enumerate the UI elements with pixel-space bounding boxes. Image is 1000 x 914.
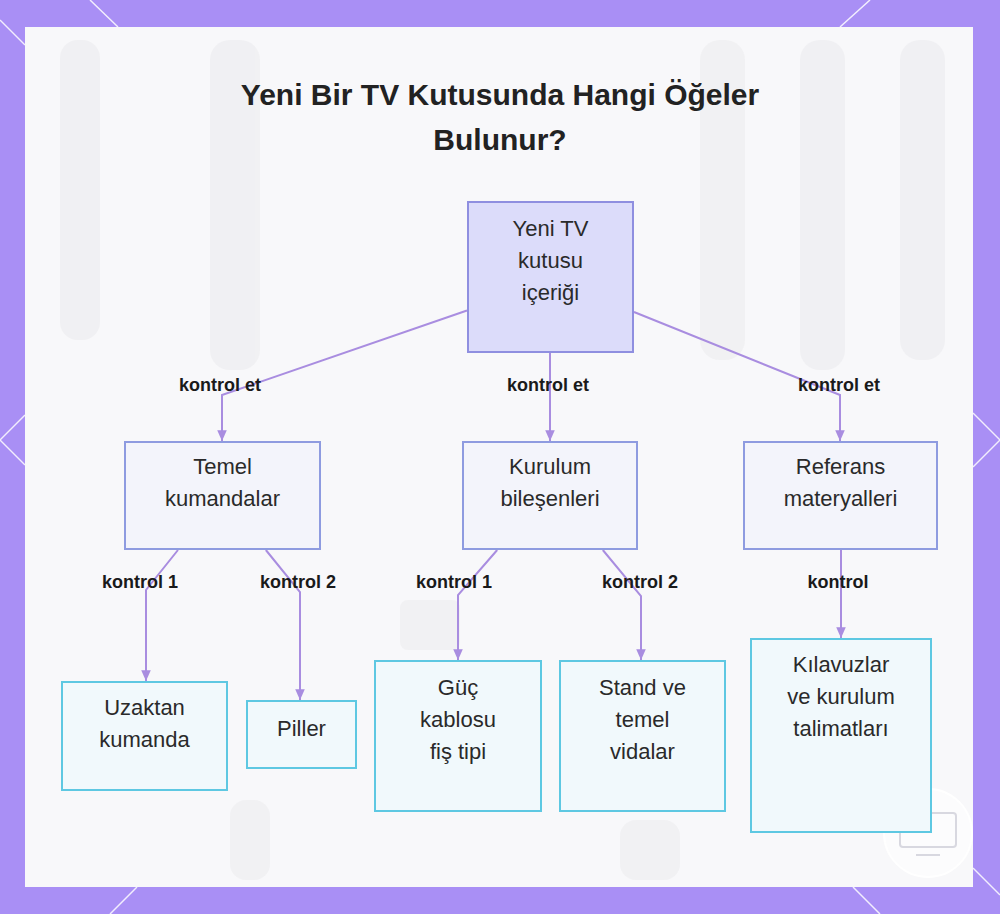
connector	[840, 550, 842, 638]
connector	[146, 550, 178, 681]
item-box: Piller	[246, 700, 357, 769]
item-box: Kılavuzlar ve kurulum talimatları	[750, 638, 932, 833]
item-box: Uzaktan kumanda	[61, 681, 228, 791]
faint-background-art	[60, 40, 945, 880]
edge-label: kontrol et	[507, 375, 589, 396]
connector	[549, 353, 551, 441]
node-text: Kılavuzlar ve kurulum talimatları	[781, 649, 901, 745]
node-text: Piller	[277, 713, 326, 745]
panel	[25, 27, 973, 887]
edge-label: kontrol 2	[602, 572, 678, 593]
root-box: Yeni TV kutusu içeriği	[467, 201, 634, 353]
category-box: Temel kumandalar	[124, 441, 321, 550]
edge-label: kontrol et	[179, 375, 261, 396]
category-box: Kurulum bileşenleri	[462, 441, 638, 550]
node-text: Stand ve temel vidalar	[593, 672, 693, 768]
node-text: Temel kumandalar	[148, 451, 298, 515]
connector	[458, 550, 497, 660]
node-text: Uzaktan kumanda	[85, 692, 205, 756]
category-box: Referans materyalleri	[743, 441, 938, 550]
node-text: Yeni TV kutusu içeriği	[501, 213, 601, 309]
diagram-title: Yeni Bir TV Kutusunda Hangi Öğeler Bulun…	[180, 72, 820, 162]
node-text: Kurulum bileşenleri	[485, 451, 615, 515]
node-text: Güç kablosu fiş tipi	[408, 672, 508, 768]
edge-label: kontrol et	[798, 375, 880, 396]
edge-label: kontrol 1	[416, 572, 492, 593]
edge-label: kontrol 2	[260, 572, 336, 593]
item-box: Güç kablosu fiş tipi	[374, 660, 542, 812]
node-text: Referans materyalleri	[766, 451, 916, 515]
connector	[603, 550, 641, 660]
edge-label: kontrol	[808, 572, 869, 593]
item-box: Stand ve temel vidalar	[559, 660, 726, 812]
edge-label: kontrol 1	[102, 572, 178, 593]
